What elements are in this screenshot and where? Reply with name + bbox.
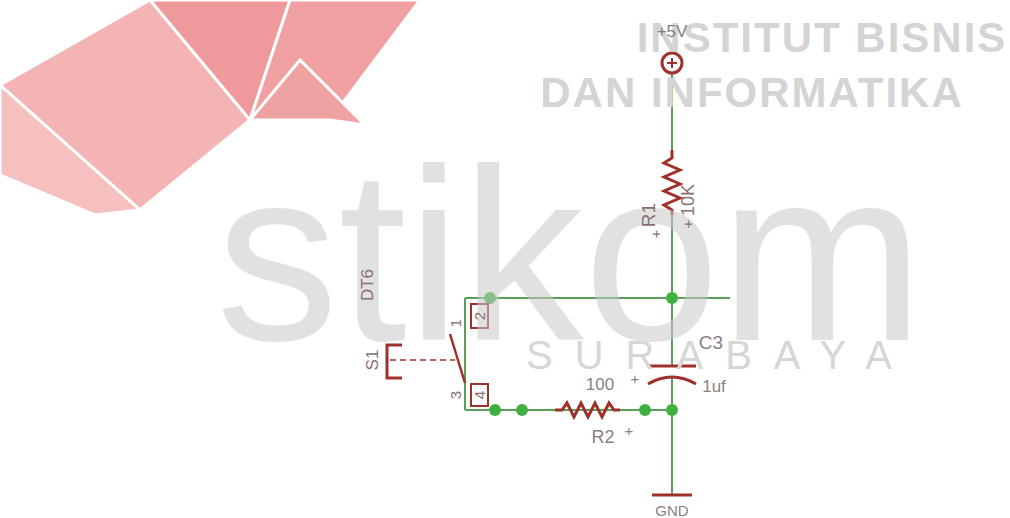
watermark: INSTITUT BISNIS <box>637 17 1008 59</box>
watermark: DAN INFORMATIKA <box>540 72 964 114</box>
pin-number: 1 <box>448 319 463 327</box>
pin-number: 2 <box>472 312 487 320</box>
polarity-mark: + <box>680 220 695 229</box>
pin-number: 4 <box>472 391 487 399</box>
polarity-mark: + <box>631 371 640 386</box>
part-name: S1 <box>364 350 381 371</box>
part-value: 1uf <box>702 378 726 395</box>
part-value: 10K <box>679 184 697 216</box>
polarity-mark: + <box>648 230 663 239</box>
capacitor-symbol <box>648 377 696 384</box>
part-name: C3 <box>699 333 723 352</box>
part-name: R2 <box>591 428 614 446</box>
net-label: +5V <box>657 23 688 40</box>
pin-number: 3 <box>448 391 463 399</box>
polarity-mark: + <box>625 423 634 438</box>
resistor-symbol <box>555 403 620 417</box>
part-name: R1 <box>639 203 658 227</box>
part-value: 100 <box>586 376 614 393</box>
net-label: GND <box>655 503 688 518</box>
pin-box <box>471 384 488 406</box>
part-value: DT6 <box>359 269 376 301</box>
ground-symbol <box>652 494 692 497</box>
